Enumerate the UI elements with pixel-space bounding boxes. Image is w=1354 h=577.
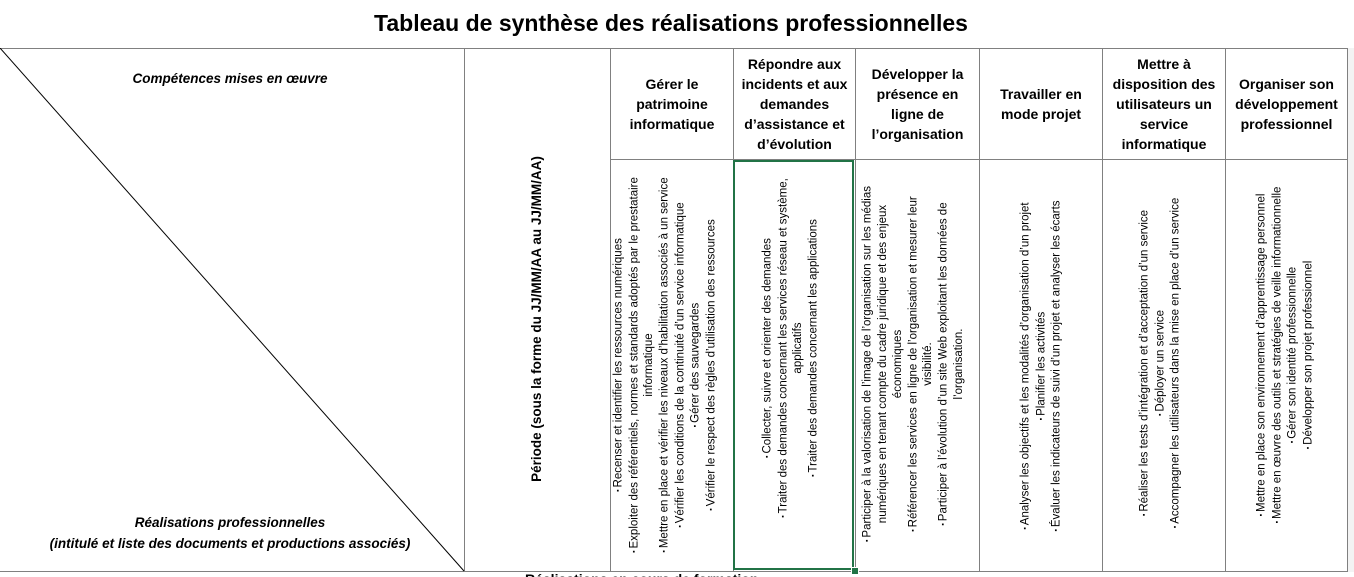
cell-travailler-projet[interactable]: Analyser les objectifs et les modalités … <box>980 160 1102 571</box>
realisations-label-line2: (intitulé et liste des documents et prod… <box>49 536 411 551</box>
cell-gerer-patrimoine[interactable]: Recenser et identifier les ressources nu… <box>611 160 733 571</box>
col-divider-5 <box>1225 48 1226 572</box>
header-gerer-patrimoine[interactable]: Gérer le patrimoine informatique <box>611 49 733 159</box>
list-item: Analyser les objectifs et les modalités … <box>1018 176 1034 556</box>
table-top-border <box>0 48 1348 49</box>
rotated-text: Participer à la valorisation de l’image … <box>860 178 967 550</box>
selected-cell-border <box>733 160 854 570</box>
cell-organiser-developpement[interactable]: Mettre en place son environnement d’appr… <box>1226 160 1347 571</box>
cell-mettre-disposition[interactable]: Réaliser les tests d’intégration et d’ac… <box>1103 160 1225 571</box>
rotated-text: Réaliser les tests d’intégration et d’ac… <box>1137 176 1184 550</box>
corner-column-divider <box>464 48 465 572</box>
list-item: Exploiter des référentiels, normes et st… <box>627 166 658 564</box>
periode-cell[interactable]: Période (sous la forme du JJ/MM/AA au JJ… <box>465 49 610 571</box>
list-item: Recenser et identifier les ressources nu… <box>611 166 627 564</box>
next-section-label: Réalisations en cours de formation <box>525 571 758 577</box>
competence-list: Analyser les objectifs et les modalités … <box>1018 176 1065 556</box>
list-item: Référencer les services en ligne de l’or… <box>906 178 937 550</box>
header-label: Répondre aux incidents et aux demandes d… <box>741 56 848 152</box>
periode-label: Période (sous la forme du JJ/MM/AA au JJ… <box>529 156 544 482</box>
competences-label: Compétences mises en œuvre <box>132 71 328 86</box>
list-item: Vérifier les conditions de la continuité… <box>673 166 689 564</box>
competence-list: Recenser et identifier les ressources nu… <box>611 166 719 564</box>
competence-list: Participer à la valorisation de l’image … <box>860 178 967 550</box>
list-item: Évaluer les indicateurs de suivi d’un pr… <box>1049 176 1065 556</box>
page-title: Tableau de synthèse des réalisations pro… <box>374 10 968 36</box>
header-developper-presence[interactable]: Développer la présence en ligne de l’org… <box>856 49 979 159</box>
rotated-text: Recenser et identifier les ressources nu… <box>611 166 719 564</box>
list-item: Mettre en œuvre des outils et stratégies… <box>1270 172 1286 538</box>
realisations-label: Réalisations professionnelles (intitulé … <box>20 512 440 554</box>
list-item: Accompagner les utilisateurs dans la mis… <box>1168 176 1184 550</box>
rotated-text: Mettre en place son environnement d’appr… <box>1254 172 1316 538</box>
list-item: Vérifier le respect des règles d’utilisa… <box>704 166 720 564</box>
header-travailler-projet[interactable]: Travailler en mode projet <box>980 49 1102 159</box>
list-item: Réaliser les tests d’intégration et d’ac… <box>1137 176 1153 550</box>
list-item: Planifier les activités <box>1034 176 1050 556</box>
header-label: Organiser son développement professionne… <box>1235 76 1338 132</box>
cell-developper-presence[interactable]: Participer à la valorisation de l’image … <box>856 160 979 571</box>
col-divider-2 <box>855 48 856 572</box>
table-bottom-border <box>0 571 1348 572</box>
col-divider-4 <box>1102 48 1103 572</box>
competence-list: Mettre en place son environnement d’appr… <box>1254 172 1316 538</box>
table-right-border <box>1347 48 1348 572</box>
header-label: Gérer le patrimoine informatique <box>629 76 715 132</box>
list-item: Déployer un service <box>1153 176 1169 550</box>
list-item: Participer à l’évolution d’un site Web e… <box>936 178 967 550</box>
header-label: Développer la présence en ligne de l’org… <box>871 66 964 142</box>
rotated-text: Analyser les objectifs et les modalités … <box>1018 176 1065 556</box>
competence-list: Réaliser les tests d’intégration et d’ac… <box>1137 176 1184 550</box>
header-repondre-incidents[interactable]: Répondre aux incidents et aux demandes d… <box>734 49 855 159</box>
col-divider-3 <box>979 48 980 572</box>
header-organiser-developpement[interactable]: Organiser son développement professionne… <box>1226 49 1347 159</box>
list-item: Gérer son identité professionnelle <box>1285 172 1301 538</box>
header-label: Travailler en mode projet <box>1000 86 1082 122</box>
list-item: Mettre en place son environnement d’appr… <box>1254 172 1270 538</box>
header-label: Mettre à disposition des utilisateurs un… <box>1112 56 1216 152</box>
header-mettre-disposition[interactable]: Mettre à disposition des utilisateurs un… <box>1103 49 1225 159</box>
fill-handle[interactable] <box>851 567 859 575</box>
corner-diagonal <box>0 48 465 572</box>
list-item: Gérer des sauvegardes <box>688 166 704 564</box>
list-item: Mettre en place et vérifier les niveaux … <box>657 166 673 564</box>
realisations-label-line1: Réalisations professionnelles <box>134 515 326 530</box>
sheet-edge <box>1348 48 1354 572</box>
list-item: Participer à la valorisation de l’image … <box>860 178 906 550</box>
list-item: Développer son projet professionnel <box>1301 172 1317 538</box>
